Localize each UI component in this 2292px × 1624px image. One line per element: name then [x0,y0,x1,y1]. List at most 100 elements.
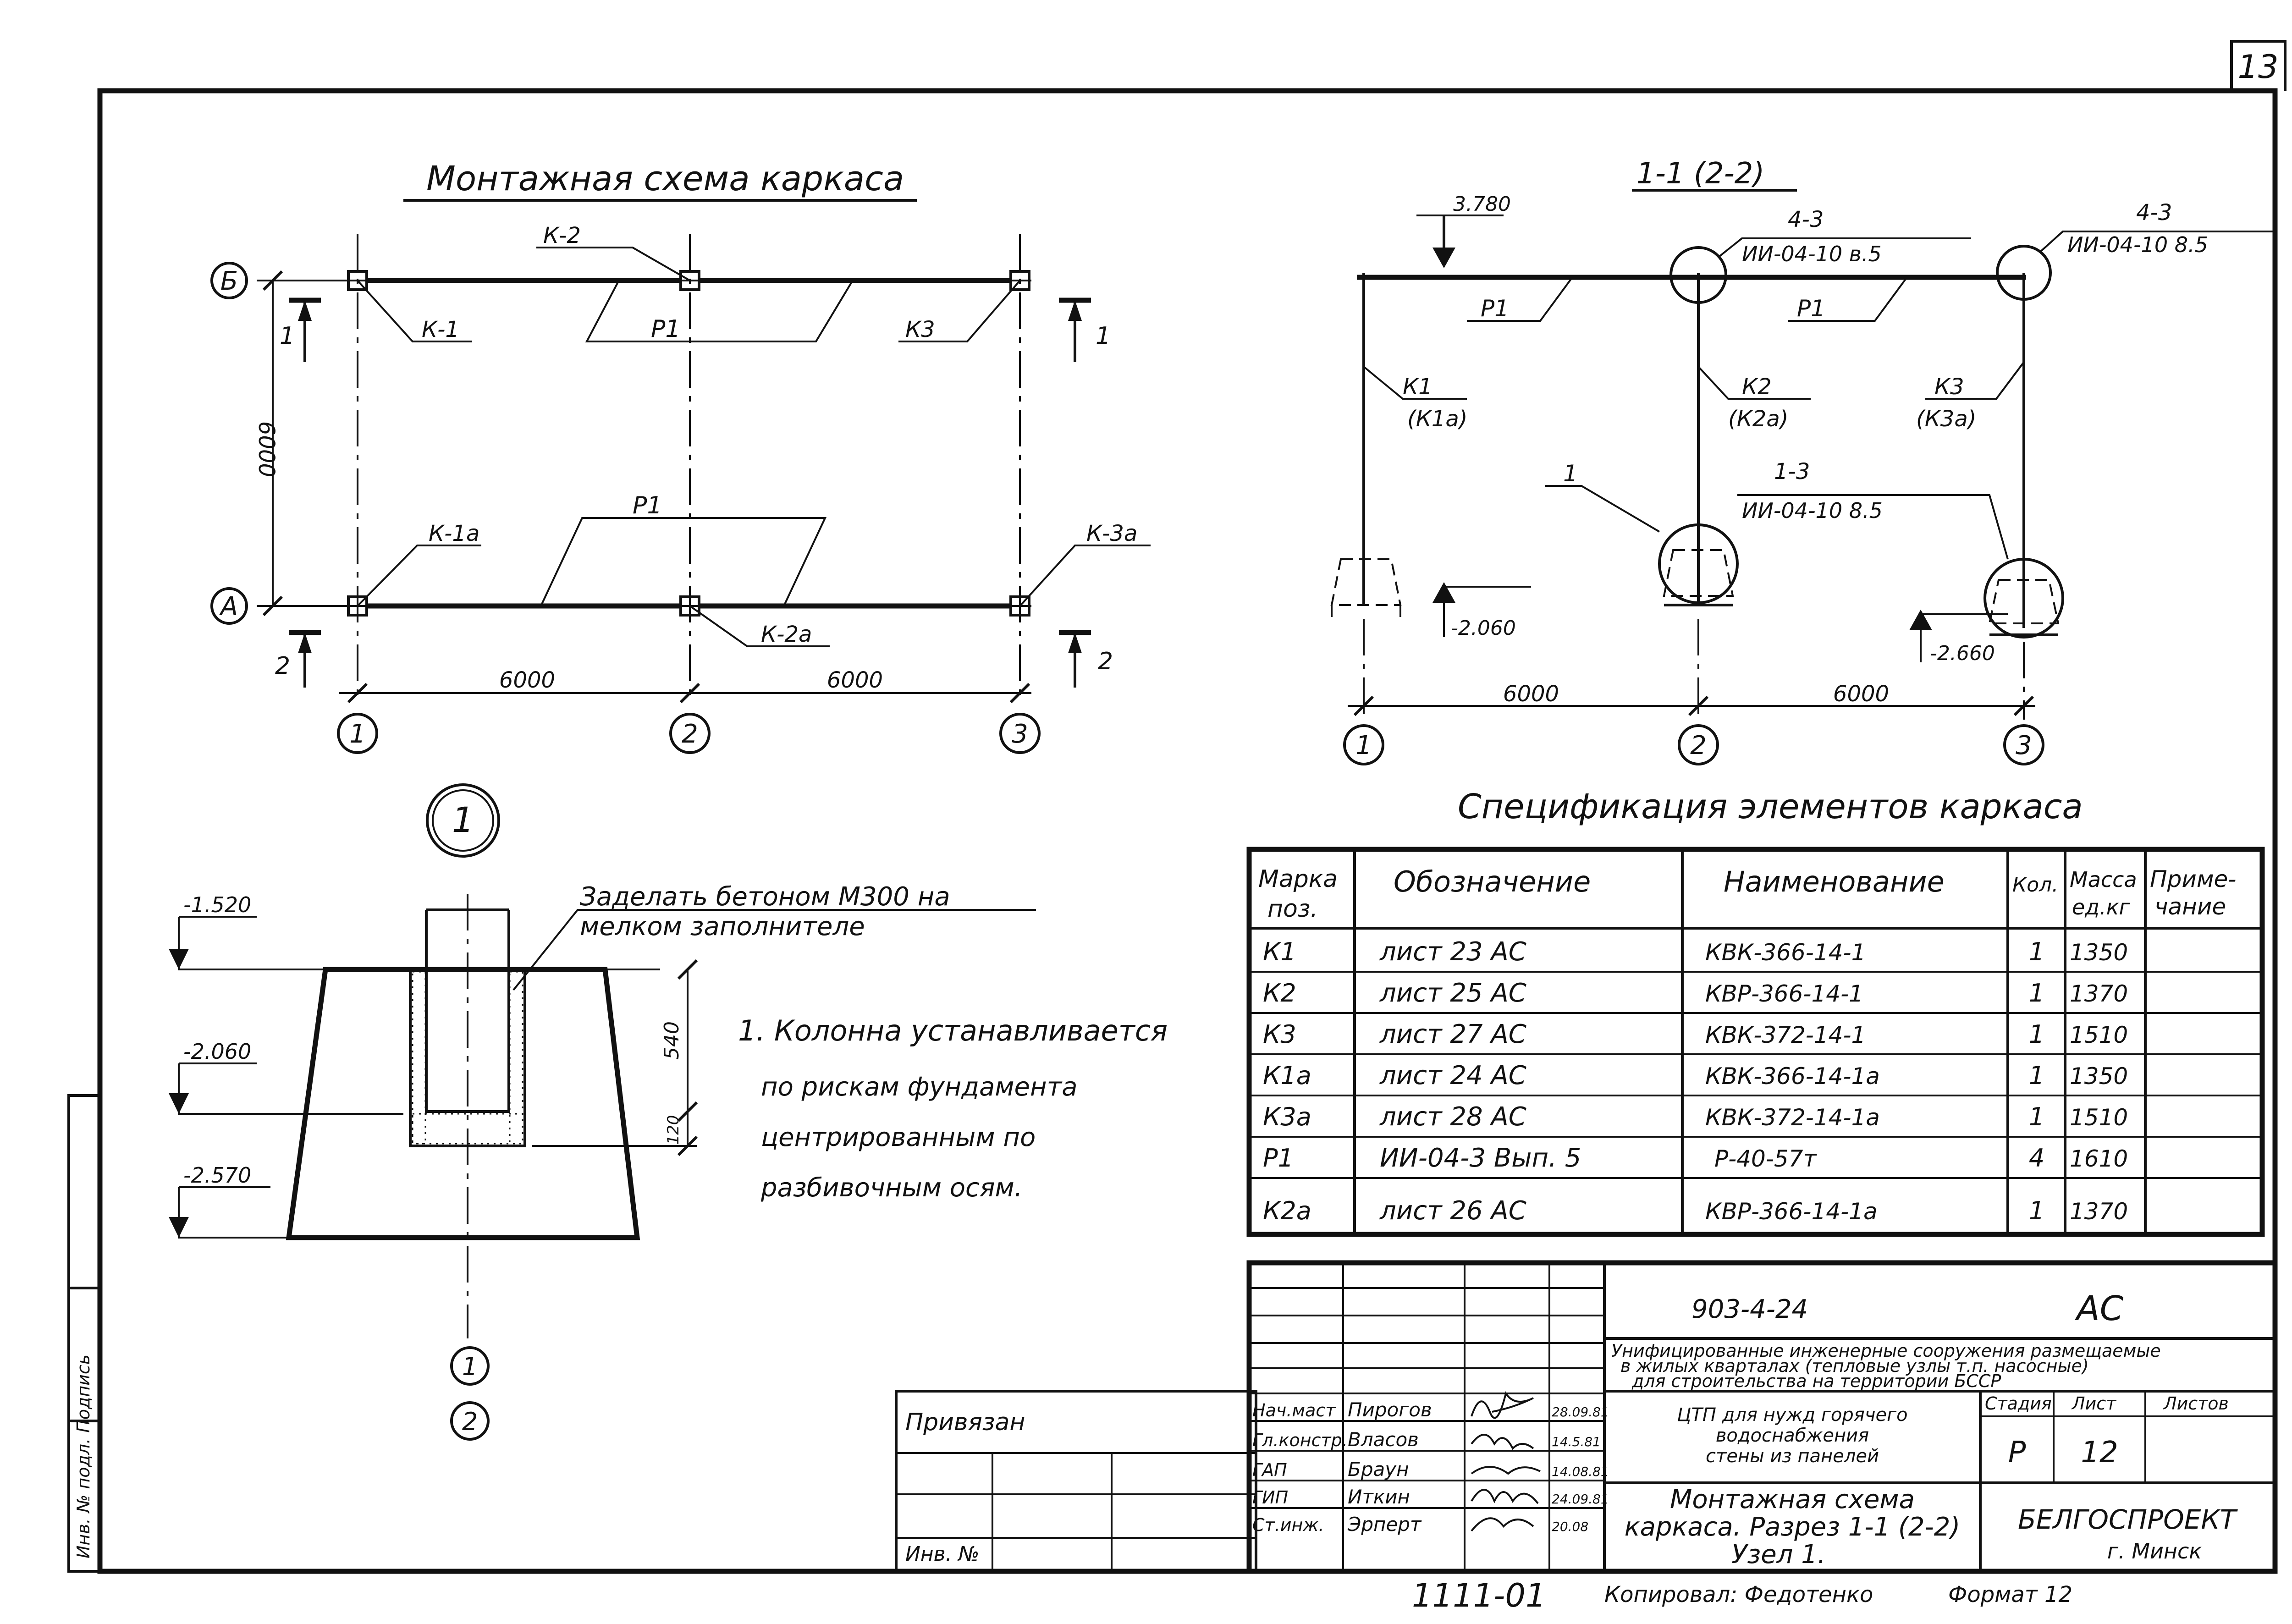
spec-cell-mass: 1510 [2070,1104,2128,1131]
node-elev-1: -1.520 [183,892,251,917]
spec-cell-designation: лист 25 АС [1379,978,1526,1008]
tb-project-2: в жилых кварталах (тепловые узлы т.п. на… [1620,1356,2089,1376]
section-elev-left: -2.060 [1451,617,1516,640]
page-number: 13 [2237,48,2278,86]
signer-role: Ст.инж. [1252,1515,1324,1535]
spec-cell-mark: К2а [1263,1196,1311,1225]
spec-cell-qty: 1 [2029,1061,2044,1090]
section-k2: К2 [1742,374,1772,400]
tb-project-3: для строительства на территории БССР [1631,1371,2001,1391]
spec-cell-name: КВК-372-14-1а [1705,1104,1880,1131]
plan-mark-p1-bottom: Р1 [633,492,662,519]
spec-cell-mark: К3а [1263,1102,1311,1131]
section-node-43-a: 4-3 [1788,207,1824,232]
signer-row: ГИП Иткин 24.09.81 [1252,1486,1609,1508]
node-dim-540: 540 [660,1021,683,1060]
spec-row: К3а лист 28 АС КВК-372-14-1а 1 1510 [1263,1102,2128,1132]
section-node-43-b: 4-3 [2136,200,2172,226]
plan-title: Монтажная схема каркаса [426,159,904,198]
remark-line-4: разбивочным осям. [760,1173,1023,1203]
signer-date: 24.09.81 [1552,1492,1609,1507]
signer-name: Эрперт [1347,1513,1422,1536]
spec-cell-name: КВР-366-14-1а [1705,1198,1878,1225]
spec-cell-name: КВК-372-14-1 [1705,1022,1866,1048]
cut-2-left: 2 [275,652,290,680]
signer-date: 14.5.81 [1552,1434,1601,1449]
signer-role: Гл.констр. [1252,1430,1348,1450]
signer-role: ГАП [1252,1460,1287,1480]
spec-header-mark-1: Марка [1258,865,1338,893]
signer-role: ГИП [1252,1487,1288,1508]
section-axis-2: 2 [1690,731,1707,760]
plan-mark-k2a: К-2а [761,622,812,647]
tb-org-1: БЕЛГОСПРОЕКТ [2018,1504,2238,1535]
section-k1: К1 [1403,374,1432,400]
signer-name: Иткин [1348,1486,1410,1508]
plan-mark-k3a: К-3а [1086,521,1137,546]
signatures [1471,1391,1541,1532]
remark-line-1: 1. Колонна устанавливается [738,1014,1168,1047]
spec-header-note-2: чание [2154,893,2226,920]
frame-layout-plan: Монтажная схема каркаса Б А 600 [210,159,1151,754]
section-axis-3: 3 [2016,731,2032,760]
spec-cell-qty: 1 [2029,979,2044,1007]
section-title: 1-1 (2-2) [1636,157,1764,191]
spec-row: К1 лист 23 АС КВК-366-14-1 1 1350 [1263,937,2128,967]
signer-name: Власов [1348,1428,1419,1451]
spec-table: Спецификация элементов каркаса Марка поз… [1246,787,2265,1237]
node-axis-1: 1 [462,1352,478,1381]
node-note-1: Заделать бетоном М300 на [580,882,950,912]
section-elev-right: -2.660 [1930,642,1995,665]
signer-row: Нач.маст Пирогов 28.09.81 [1252,1398,1609,1421]
plan-mark-k2: К-2 [543,223,581,248]
spec-cell-name: Р-40-57т [1714,1145,1817,1172]
signer-row: Гл.констр. Власов 14.5.81 [1252,1428,1601,1451]
section-node-13: 1-3 [1774,459,1810,484]
spec-header-mass-1: Масса [2070,867,2137,892]
signer-role: Нач.маст [1252,1400,1336,1420]
signer-name: Пирогов [1348,1398,1432,1421]
spec-cell-qty: 1 [2029,1196,2044,1225]
section-p1-a: Р1 [1481,295,1509,322]
plan-dim-height: 6000 [253,421,279,477]
title-block: Привязан Инв. № 903-4-24 АС Унифицирован… [895,1260,2278,1614]
spec-cell-mark: К2 [1263,979,1296,1007]
remark-line-3: центрированным по [761,1123,1036,1152]
spec-title: Спецификация элементов каркаса [1458,787,2083,826]
tb-stage-label: Стадия [1985,1393,2052,1414]
plan-axis-col-2: 2 [682,719,698,749]
cut-1-left: 1 [280,322,295,350]
spec-row: К1а лист 24 АС КВК-366-14-1а 1 1350 [1263,1061,2128,1090]
node-axis-2: 2 [462,1407,478,1436]
tb-project-1: Унифицированные инженерные сооружения ра… [1611,1341,2161,1361]
node-1-detail: 1 -1.520 -2.060 -2.570 540 120 [169,783,1168,1441]
signer-name: Браун [1348,1458,1409,1481]
spec-cell-mark: К1а [1263,1061,1311,1090]
spec-cell-mass: 1370 [2070,980,2128,1007]
tb-sheet: 12 [2081,1436,2118,1470]
node-note-2: мелком заполнителе [580,912,865,941]
tb-format: Формат 12 [1948,1582,2072,1607]
section-axis-1: 1 [1355,731,1372,760]
plan-axis-row-b: Б [220,266,238,296]
section-k3: К3 [1934,374,1964,400]
spec-cell-mass: 1610 [2070,1145,2128,1172]
side-stamp: Инв. № подл. Подпись [73,1354,94,1558]
spec-row: К3 лист 27 АС КВК-372-14-1 1 1510 [1263,1019,2128,1049]
spec-header-designation: Обозначение [1394,865,1591,898]
tb-drawing-2: каркаса. Разрез 1-1 (2-2) [1625,1512,1960,1542]
plan-mark-k3: К3 [905,317,935,342]
signer-date: 14.08.81 [1552,1464,1609,1479]
spec-cell-designation: лист 26 АС [1379,1196,1526,1226]
spec-cell-designation: лист 28 АС [1379,1102,1526,1132]
spec-row: Р1 ИИ-04-3 Вып. 5 Р-40-57т 4 1610 [1263,1143,2128,1173]
plan-axis-col-1: 1 [349,719,366,749]
section-dim-1: 6000 [1503,681,1559,707]
signer-date: 28.09.81 [1552,1404,1609,1420]
plan-dim-span-1: 6000 [499,667,555,693]
node-dim-120: 120 [664,1115,683,1145]
section-k1a: (К1а) [1407,406,1467,432]
spec-cell-designation: лист 23 АС [1379,937,1526,967]
spec-cell-name: КВК-366-14-1а [1705,1063,1880,1090]
spec-header-qty: Кол. [2012,873,2058,897]
